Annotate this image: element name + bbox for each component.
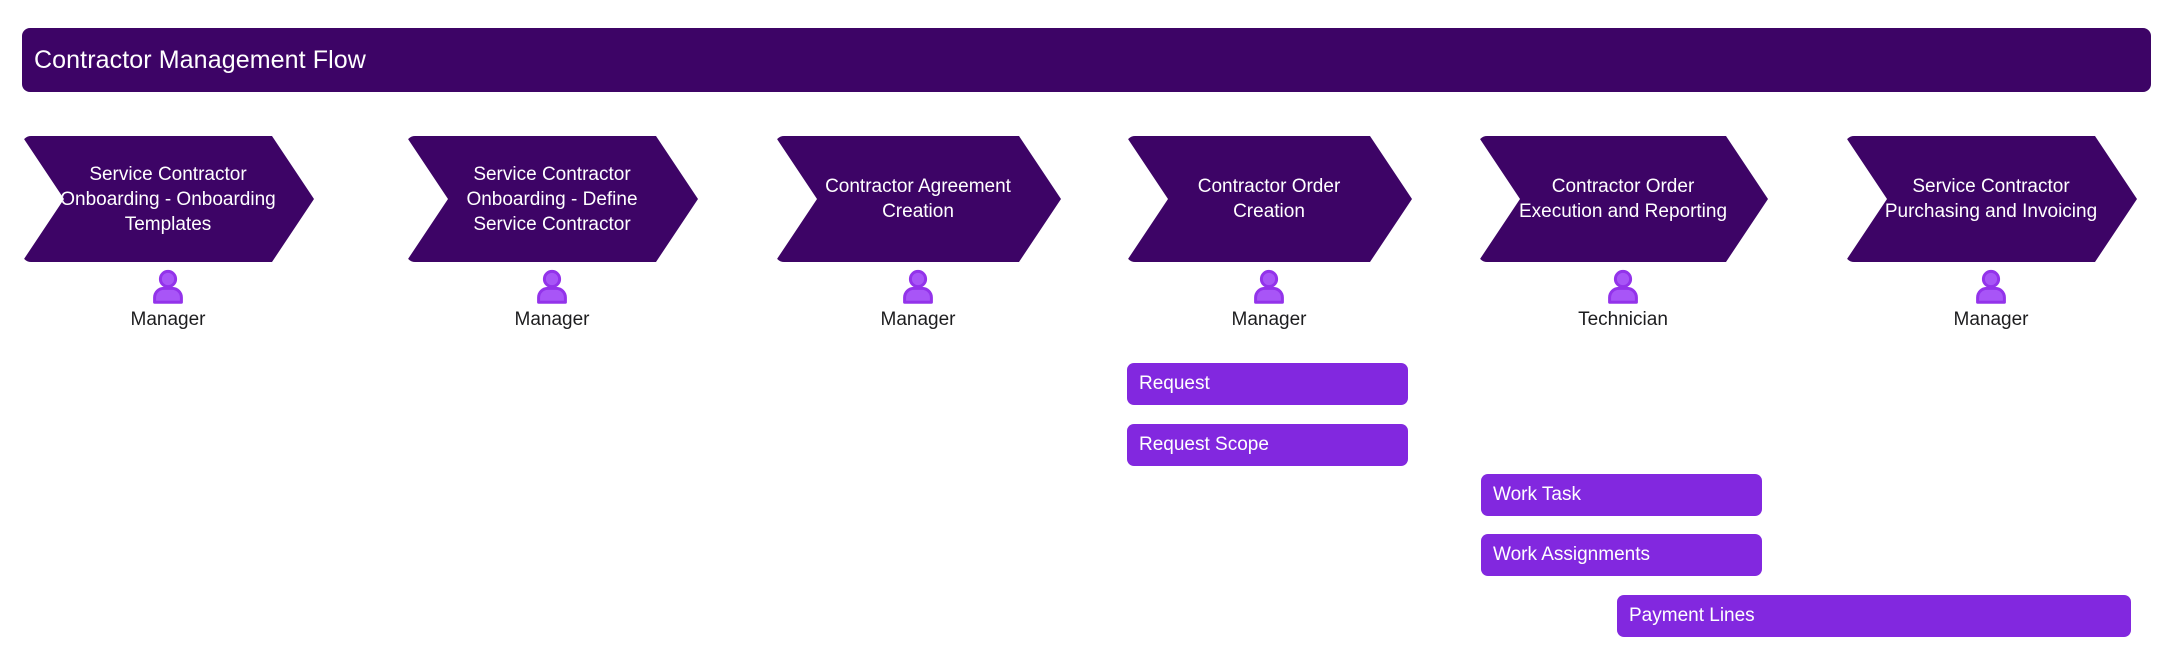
stage-chevron[interactable]: Contractor Order Execution and Reporting xyxy=(1478,136,1768,262)
stage-chevron[interactable]: Service Contractor Onboarding - Define S… xyxy=(406,136,698,262)
stage-3[interactable]: Contractor Agreement Creation xyxy=(775,136,1061,262)
stage-label: Contractor Order Creation xyxy=(1197,176,1341,222)
role-label: Manager xyxy=(514,309,590,330)
stage-role-4: Manager xyxy=(1209,268,1329,331)
person-icon xyxy=(149,268,187,306)
person-icon xyxy=(1250,268,1288,306)
object-card-label: Request xyxy=(1139,373,1210,394)
stage-label: Service Contractor Onboarding - Define S… xyxy=(466,163,638,235)
stage-role-1: Manager xyxy=(108,268,228,331)
stage-chevron[interactable]: Contractor Agreement Creation xyxy=(775,136,1061,262)
stage-role-3: Manager xyxy=(858,268,978,331)
stage-role-2: Manager xyxy=(492,268,612,331)
role-label: Manager xyxy=(1953,309,2029,330)
object-card-label: Work Assignments xyxy=(1493,544,1650,565)
stage-4[interactable]: Contractor Order Creation xyxy=(1126,136,1412,262)
stage-label: Service Contractor Onboarding - Onboardi… xyxy=(60,163,276,235)
object-work-assignments[interactable]: Work Assignments xyxy=(1481,534,1762,576)
role-label: Manager xyxy=(1231,309,1307,330)
stage-chevron[interactable]: Service Contractor Onboarding - Onboardi… xyxy=(22,136,314,262)
stage-1[interactable]: Service Contractor Onboarding - Onboardi… xyxy=(22,136,314,262)
stage-role-6: Manager xyxy=(1931,268,2051,331)
object-card-label: Request Scope xyxy=(1139,434,1269,455)
role-label: Manager xyxy=(880,309,956,330)
stage-role-5: Technician xyxy=(1563,268,1683,331)
person-icon xyxy=(899,268,937,306)
stage-label: Contractor Agreement Creation xyxy=(825,176,1011,222)
object-request-scope[interactable]: Request Scope xyxy=(1127,424,1408,466)
stage-label: Contractor Order Execution and Reporting xyxy=(1518,176,1728,222)
stage-6[interactable]: Service Contractor Purchasing and Invoic… xyxy=(1845,136,2137,262)
stage-label: Service Contractor Purchasing and Invoic… xyxy=(1884,176,2098,222)
object-card-label: Work Task xyxy=(1493,484,1581,505)
page-title: Contractor Management Flow xyxy=(34,45,366,74)
diagram-header-bar: Contractor Management Flow xyxy=(22,28,2151,92)
stage-chevron[interactable]: Service Contractor Purchasing and Invoic… xyxy=(1845,136,2137,262)
person-icon xyxy=(533,268,571,306)
role-label: Technician xyxy=(1578,309,1668,330)
stage-chevron[interactable]: Contractor Order Creation xyxy=(1126,136,1412,262)
stage-5[interactable]: Contractor Order Execution and Reporting xyxy=(1478,136,1768,262)
object-payment-lines[interactable]: Payment Lines xyxy=(1617,595,2131,637)
object-card-label: Payment Lines xyxy=(1629,605,1755,626)
role-label: Manager xyxy=(130,309,206,330)
person-icon xyxy=(1604,268,1642,306)
person-icon xyxy=(1972,268,2010,306)
object-request[interactable]: Request xyxy=(1127,363,1408,405)
object-work-task[interactable]: Work Task xyxy=(1481,474,1762,516)
stage-2[interactable]: Service Contractor Onboarding - Define S… xyxy=(406,136,698,262)
